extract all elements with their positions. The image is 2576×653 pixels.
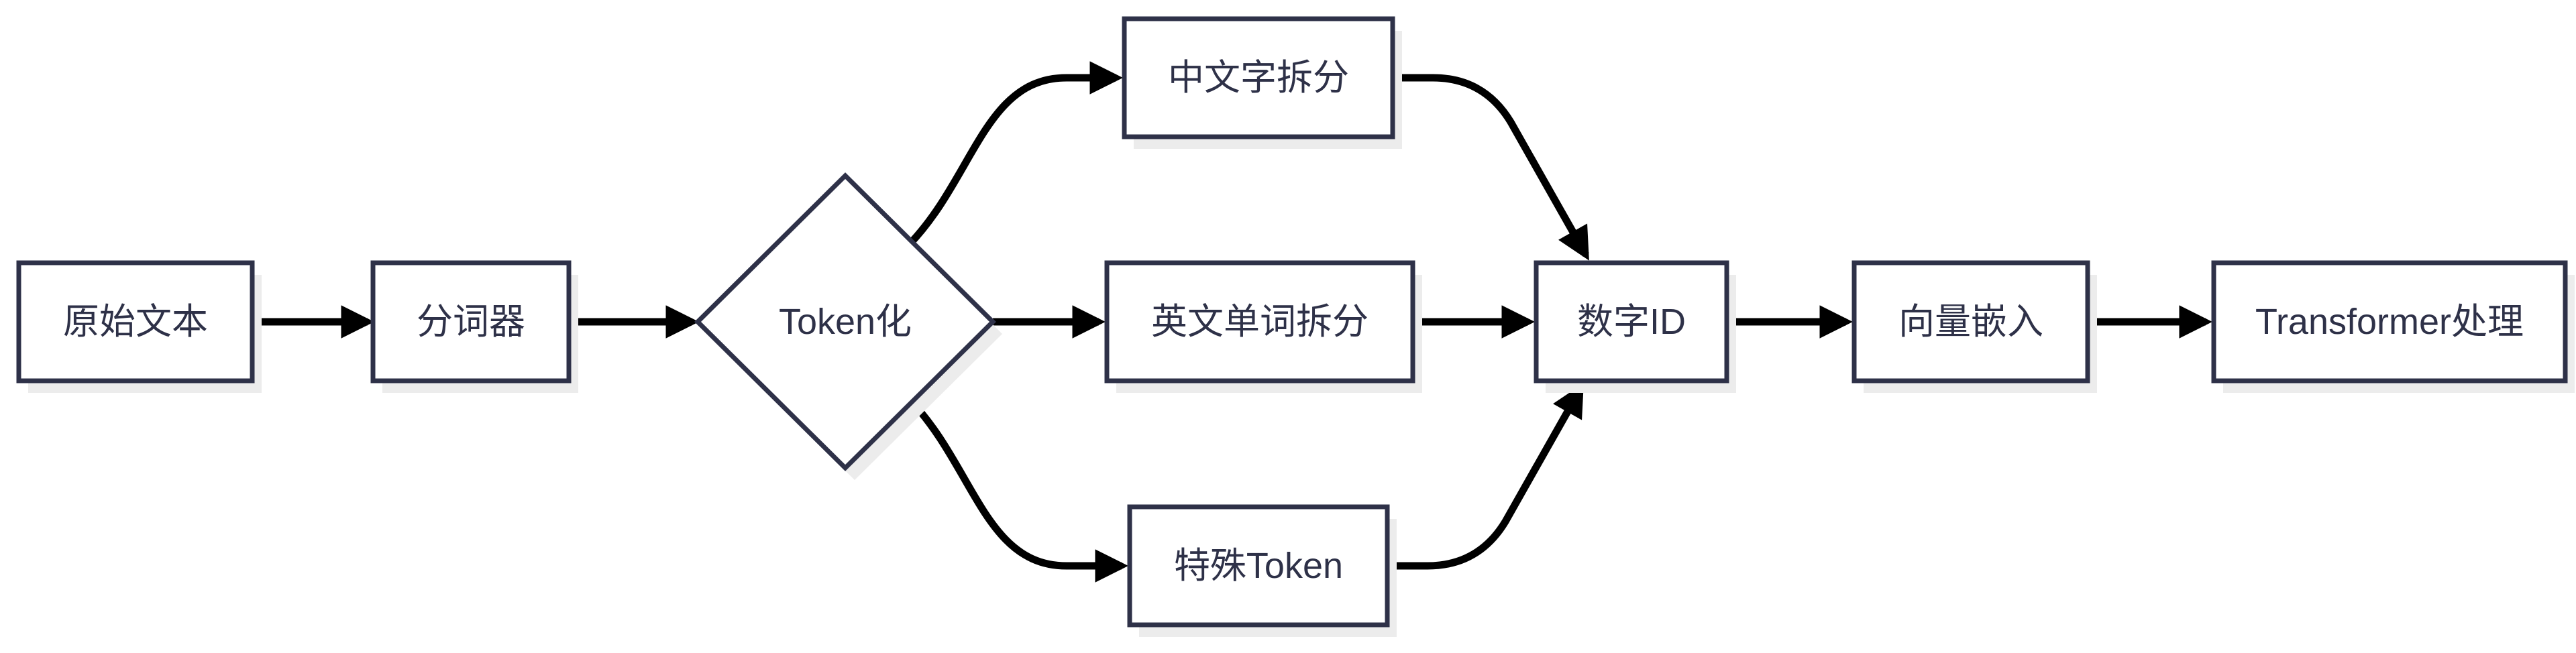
node-transformer-processing: Transformer处理 (2211, 260, 2575, 393)
node-tokenization-label: Token化 (779, 302, 912, 342)
node-transformer-processing-label: Transformer处理 (2255, 302, 2524, 342)
node-chinese-char-split-box (1122, 16, 1395, 139)
node-tokenizer-box (370, 260, 572, 383)
node-numeric-id-label: 数字ID (1577, 302, 1686, 342)
node-chinese-char-split-label: 中文字拆分 (1168, 58, 1349, 98)
edge-tokenization-to-special-token (907, 397, 1128, 583)
edge-special-token-to-numeric-id (1387, 383, 1584, 570)
node-vector-embedding-label: 向量嵌入 (1898, 302, 2043, 342)
node-special-token-box (1127, 504, 1390, 628)
edge-chinese-char-split-to-numeric-id (1393, 74, 1589, 261)
node-english-word-split: 英文单词拆分 (1104, 260, 1422, 393)
edge-tokenization-to-chinese-char-split (907, 61, 1123, 247)
node-chinese-char-split: 中文字拆分 (1122, 16, 1402, 149)
node-special-token: 特殊Token (1127, 504, 1397, 637)
node-tokenization-diamond (694, 172, 996, 471)
node-vector-embedding: 向量嵌入 (1851, 260, 2097, 393)
node-english-word-split-label: 英文单词拆分 (1151, 302, 1368, 342)
node-english-word-split-box (1104, 260, 1415, 383)
node-raw-text-label: 原始文本 (63, 302, 208, 342)
node-tokenization: Token化 (694, 172, 1002, 480)
node-raw-text: 原始文本 (16, 260, 262, 393)
edge-layer (252, 61, 2212, 583)
node-special-token-label: 特殊Token (1174, 546, 1343, 586)
node-transformer-processing-box (2211, 260, 2568, 383)
node-tokenizer: 分词器 (370, 260, 578, 393)
node-raw-text-box (16, 260, 255, 383)
node-tokenizer-label: 分词器 (417, 302, 525, 342)
node-numeric-id-box (1534, 260, 1729, 383)
node-vector-embedding-box (1851, 260, 2090, 383)
node-numeric-id: 数字ID (1534, 260, 1736, 393)
